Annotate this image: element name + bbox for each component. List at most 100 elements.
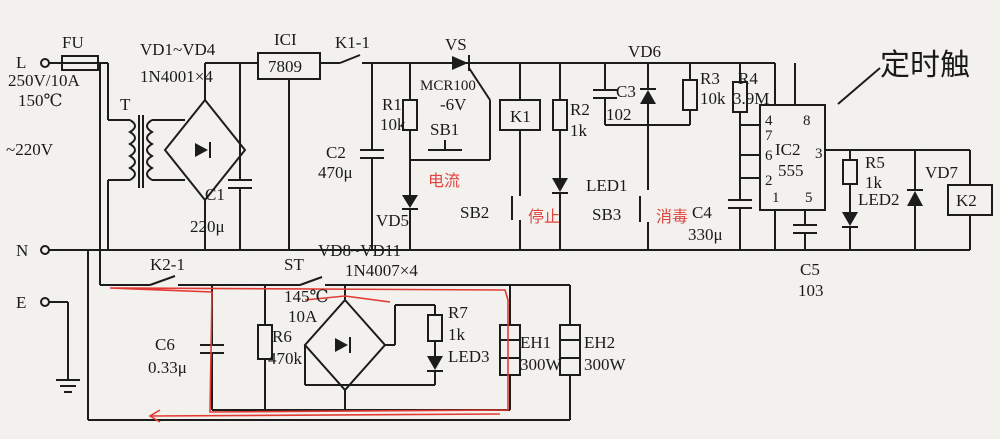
label-k1-1: K1-1 bbox=[335, 33, 370, 52]
label-sb1: SB1 bbox=[430, 120, 459, 139]
label-ic2: IC2 bbox=[775, 140, 801, 159]
label-bridge2-part: 1N4007×4 bbox=[345, 261, 418, 280]
label-c5: C5 bbox=[800, 260, 820, 279]
terminal-N bbox=[40, 245, 50, 255]
label-st-temp: 145℃ bbox=[284, 287, 329, 306]
terminal-E bbox=[40, 297, 50, 307]
led2 bbox=[842, 212, 858, 226]
label-bridge1: VD1~VD4 bbox=[140, 40, 216, 59]
label-pin6: 6 bbox=[765, 148, 773, 164]
thermostat-st bbox=[299, 276, 323, 286]
label-r7: R7 bbox=[448, 303, 468, 322]
label-r6: R6 bbox=[272, 327, 292, 346]
resistor-r7 bbox=[427, 314, 443, 342]
label-r6-value: 470k bbox=[268, 349, 303, 368]
resistor-r5 bbox=[842, 159, 858, 185]
label-ic1-part: 7809 bbox=[268, 57, 302, 76]
label-vs: VS bbox=[445, 35, 467, 54]
label-sb3: SB3 bbox=[592, 205, 621, 224]
label-c1: C1 bbox=[205, 185, 225, 204]
label-k2: K2 bbox=[956, 191, 977, 210]
label-pin3: 3 bbox=[815, 146, 823, 162]
label-r2: R2 bbox=[570, 100, 590, 119]
label-eh1: EH1 bbox=[520, 333, 551, 352]
red-annotation-loop bbox=[109, 287, 509, 423]
wiring bbox=[40, 52, 993, 421]
label-pin1: 1 bbox=[772, 190, 780, 206]
label-c4: C4 bbox=[692, 203, 712, 222]
label-mains: ~220V bbox=[6, 140, 54, 159]
label-pin4: 4 bbox=[765, 113, 773, 129]
note-sterilize: 消毒 bbox=[656, 207, 688, 226]
label-E: E bbox=[16, 293, 26, 312]
label-transformer: T bbox=[120, 95, 131, 114]
label-pin8: 8 bbox=[803, 113, 811, 129]
thyristor-vs bbox=[452, 56, 468, 70]
led1 bbox=[552, 178, 568, 192]
label-eh1-value: 300W bbox=[520, 355, 563, 374]
led3 bbox=[427, 356, 443, 370]
heater-eh1 bbox=[499, 324, 521, 376]
label-L: L bbox=[16, 53, 26, 72]
label-k2-1: K2-1 bbox=[150, 255, 185, 274]
label-c6: C6 bbox=[155, 335, 175, 354]
label-c3: C3 bbox=[616, 82, 636, 101]
label-N: N bbox=[16, 241, 28, 260]
resistor-r2 bbox=[552, 99, 568, 131]
label-bridge2: VD8~VD11 bbox=[318, 241, 401, 260]
label-vs-voltage: -6V bbox=[440, 95, 467, 114]
label-r4-value: 3.9M bbox=[733, 89, 769, 108]
label-st: ST bbox=[284, 255, 304, 274]
label-fu: FU bbox=[62, 33, 84, 52]
label-eh2: EH2 bbox=[584, 333, 615, 352]
label-c2-value: 470μ bbox=[318, 163, 353, 182]
label-sb2: SB2 bbox=[460, 203, 489, 222]
diode-vd7 bbox=[907, 191, 923, 206]
label-bridge1-part: 1N4001×4 bbox=[140, 67, 213, 86]
transformer-primary bbox=[128, 119, 136, 181]
label-r4: R4 bbox=[738, 69, 758, 88]
label-ic1: ICI bbox=[274, 30, 297, 49]
diode-vd6 bbox=[640, 90, 656, 104]
label-c1-value: 220μ bbox=[190, 217, 225, 236]
label-timer-note: 定时触 bbox=[880, 48, 970, 83]
label-r7-value: 1k bbox=[448, 325, 466, 344]
transformer-secondary bbox=[146, 119, 154, 181]
resistor-r3 bbox=[682, 79, 698, 111]
label-r3-value: 10k bbox=[700, 89, 726, 108]
label-c3-value: 102 bbox=[606, 105, 632, 124]
relay-contact-k2-1 bbox=[149, 275, 176, 286]
zener-vd5 bbox=[402, 195, 418, 208]
label-vs-part: MCR100 bbox=[420, 78, 476, 94]
label-vd7: VD7 bbox=[925, 163, 959, 182]
label-k1: K1 bbox=[510, 107, 531, 126]
label-pin7: 7 bbox=[765, 128, 773, 144]
note-stop: 停止 bbox=[528, 207, 560, 226]
label-led2: LED2 bbox=[858, 190, 900, 209]
relay-contact-k1-1 bbox=[339, 54, 361, 64]
terminal-L bbox=[40, 58, 50, 68]
label-led3: LED3 bbox=[448, 347, 490, 366]
note-current: 电流 bbox=[428, 171, 460, 190]
label-c4-value: 330μ bbox=[688, 225, 723, 244]
label-st-current: 10A bbox=[288, 307, 318, 326]
label-c2: C2 bbox=[326, 143, 346, 162]
label-r1-value: 10k bbox=[380, 115, 406, 134]
label-r2-value: 1k bbox=[570, 121, 588, 140]
labels: L N E FU 250V/10A 150℃ ~220V T VD1~VD4 1… bbox=[6, 30, 977, 377]
label-eh2-value: 300W bbox=[584, 355, 627, 374]
label-r5-value: 1k bbox=[865, 173, 883, 192]
label-vd6: VD6 bbox=[628, 42, 661, 61]
timer-ic2-555 bbox=[759, 104, 826, 211]
label-pin5: 5 bbox=[805, 190, 813, 206]
label-r5: R5 bbox=[865, 153, 885, 172]
label-fu-temp: 150℃ bbox=[18, 91, 63, 110]
label-pin2: 2 bbox=[765, 173, 773, 189]
label-c6-value: 0.33μ bbox=[148, 358, 187, 377]
label-c5-value: 103 bbox=[798, 281, 824, 300]
label-r1: R1 bbox=[382, 95, 402, 114]
label-ic2-part: 555 bbox=[778, 161, 804, 180]
label-r3: R3 bbox=[700, 69, 720, 88]
